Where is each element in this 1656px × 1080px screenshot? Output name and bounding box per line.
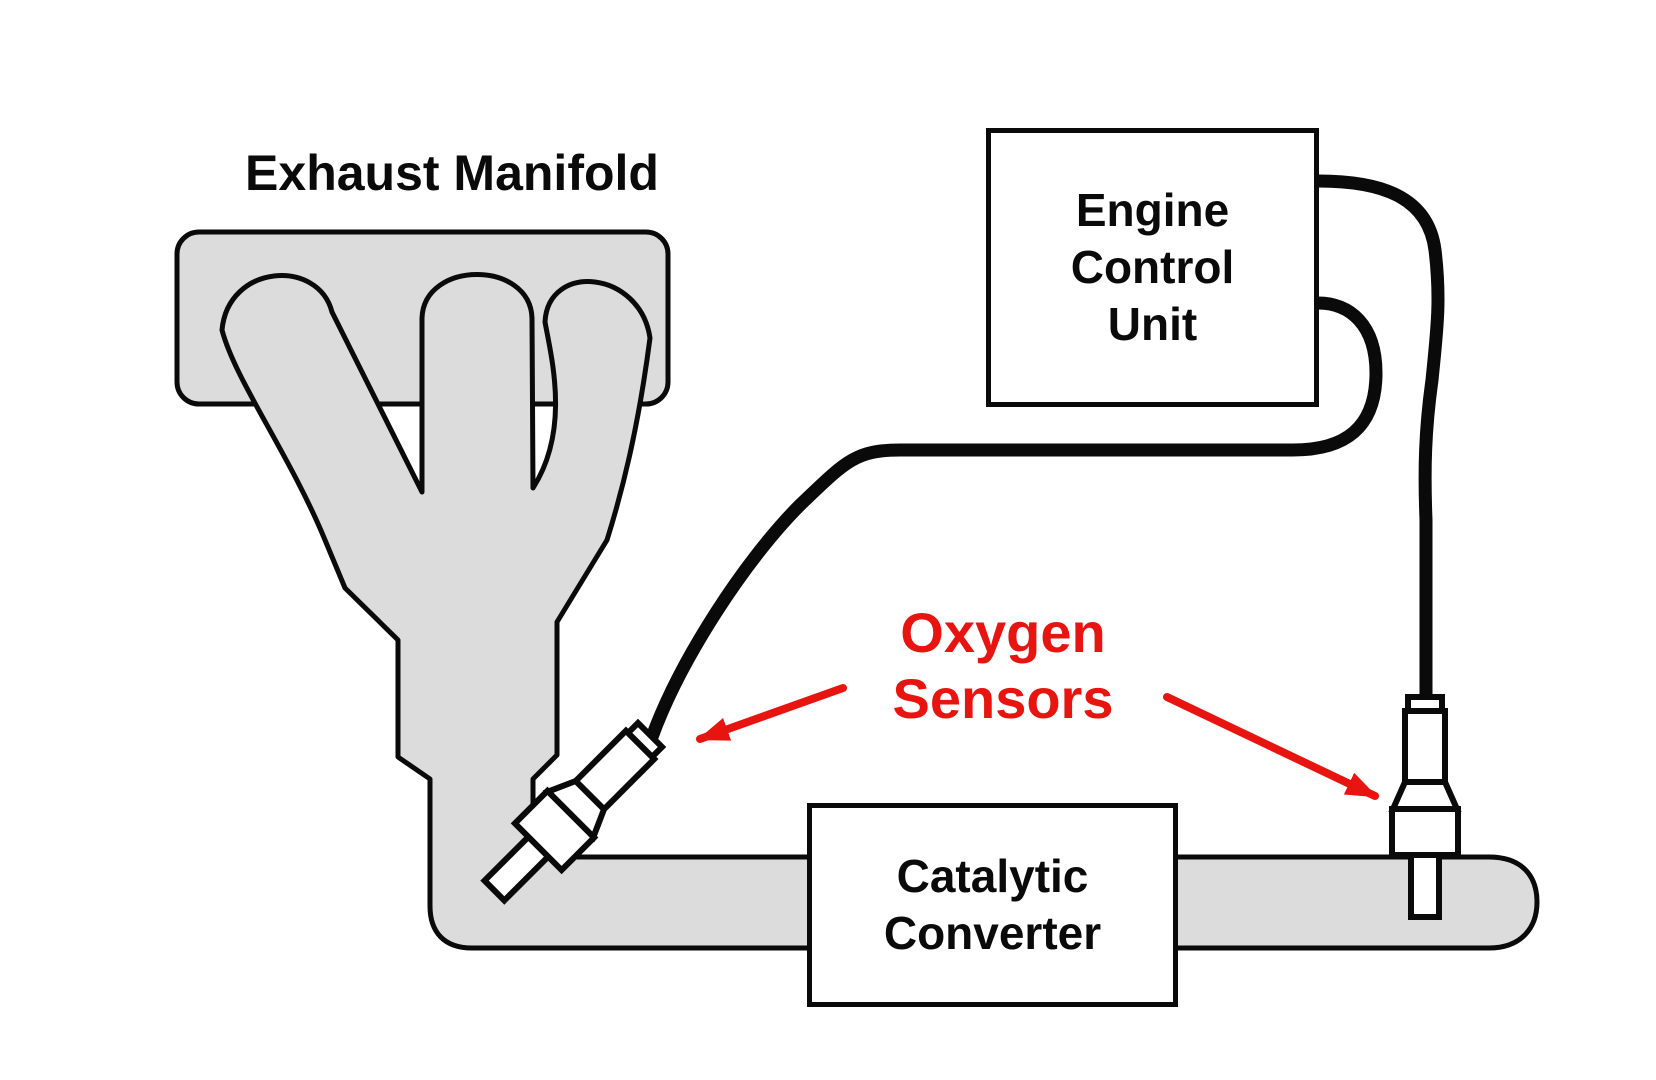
manifold-runners-and-exhaust-pipe xyxy=(219,272,1540,951)
oxygen-sensors-label: Oxygen Sensors xyxy=(820,600,1186,732)
right-sensor-body xyxy=(1389,806,1461,858)
left-oxygen-sensor xyxy=(480,718,667,905)
right-sensor-cylinder xyxy=(1402,708,1448,785)
catalytic-converter-box: Catalytic Converter xyxy=(807,803,1178,1007)
oxygen-sensors-label-line-2: Sensors xyxy=(892,667,1114,730)
ecu-label-line-3: Unit xyxy=(1107,298,1198,350)
ecu-label-line-1: Engine xyxy=(1075,184,1230,236)
ecu-label-line-2: Control xyxy=(1070,241,1235,293)
catalytic-converter-label-line-1: Catalytic xyxy=(896,850,1089,902)
right-sensor-cable xyxy=(1311,174,1445,707)
right-sensor-cap xyxy=(1405,694,1445,714)
oxygen-sensor-arrow-left xyxy=(696,684,847,743)
right-oxygen-sensor xyxy=(1388,694,1462,920)
oxygen-sensor-arrow-right xyxy=(1163,693,1379,800)
left-sensor-cable xyxy=(645,296,1383,744)
left-sensor-cap xyxy=(623,718,667,762)
right-sensor-taper xyxy=(1388,779,1462,812)
engine-control-unit-box: Engine Control Unit xyxy=(986,128,1319,407)
oxygen-sensors-label-line-1: Oxygen xyxy=(900,601,1106,664)
catalytic-converter-label-line-2: Converter xyxy=(883,907,1102,959)
right-sensor-tip xyxy=(1408,852,1442,920)
exhaust-manifold-label: Exhaust Manifold xyxy=(245,145,659,201)
